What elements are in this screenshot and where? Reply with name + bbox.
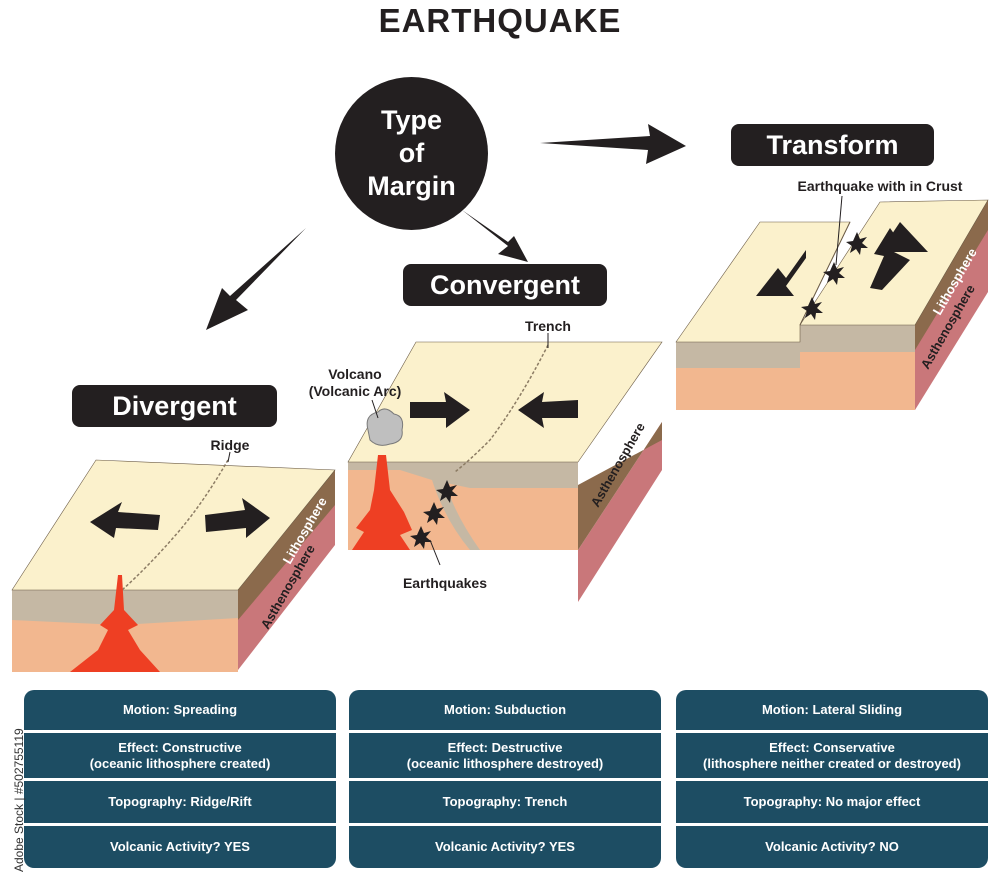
- convergent-volcanic: Volcanic Activity? YES: [435, 839, 575, 854]
- transform-motion: Motion: Lateral Sliding: [676, 690, 988, 733]
- trench-label: Trench: [525, 318, 571, 334]
- divergent-motion: Motion: Spreading: [24, 690, 336, 733]
- earthquakes-label: Earthquakes: [402, 575, 488, 591]
- divergent-volcanic: Volcanic Activity? YES: [110, 839, 250, 854]
- convergent-effect: Effect: Destructive (oceanic lithosphere…: [349, 733, 661, 781]
- ridge-label: Ridge: [210, 437, 250, 453]
- arrow-to-transform: [540, 124, 686, 164]
- earthquake-stars-transform: [801, 232, 868, 320]
- convergent-topography: Topography: Trench: [349, 781, 661, 826]
- center-line-2: of: [398, 138, 425, 168]
- page-title: EARTHQUAKE: [378, 2, 622, 39]
- watermark-text: Adobe Stock | #502755119: [12, 728, 26, 872]
- divergent-topography: Topography: Ridge/Rift: [24, 781, 336, 826]
- convergent-motion: Motion: Subduction: [349, 690, 661, 733]
- volcano-label: Volcano (Volcanic Arc): [296, 366, 414, 400]
- divergent-title: Divergent: [72, 385, 277, 427]
- volcano-label-line-1: Volcano: [328, 366, 382, 382]
- transform-effect: Effect: Conservative (lithosphere neithe…: [676, 733, 988, 781]
- transform-volcanic: Volcanic Activity? NO: [765, 839, 899, 854]
- volcano-label-line-2: (Volcanic Arc): [308, 383, 402, 399]
- divergent-block: [11, 459, 336, 672]
- center-line-3: Margin: [367, 171, 456, 201]
- convergent-title: Convergent: [403, 264, 607, 306]
- convergent-effect-line-2: (oceanic lithosphere destroyed): [406, 755, 604, 771]
- transform-title: Transform: [731, 124, 934, 166]
- transform-block: [675, 199, 989, 410]
- convergent-effect-line-1: Effect: Destructive: [447, 739, 563, 755]
- arrow-to-divergent: [206, 228, 306, 330]
- arrow-to-convergent: [462, 210, 528, 262]
- transform-effect-line-1: Effect: Conservative: [769, 739, 895, 755]
- convergent-block: [347, 341, 663, 602]
- transform-info-panel: Motion: Lateral Sliding Effect: Conserva…: [676, 690, 988, 868]
- earthquake-stars-convergent: [410, 480, 458, 549]
- center-line-1: Type: [380, 105, 442, 135]
- transform-topography: Topography: No major effect: [676, 781, 988, 826]
- transform-effect-line-2: (lithosphere neither created or destroye…: [703, 755, 961, 771]
- type-of-margin-circle: Type of Margin: [335, 77, 488, 230]
- stock-watermark: Adobe Stock | #502755119: [4, 650, 26, 872]
- divergent-info-panel: Motion: Spreading Effect: Constructive (…: [24, 690, 336, 868]
- convergent-info-panel: Motion: Subduction Effect: Destructive (…: [349, 690, 661, 868]
- earthquake-crust-label: Earthquake with in Crust: [797, 178, 963, 194]
- divergent-effect: Effect: Constructive (oceanic lithospher…: [24, 733, 336, 781]
- divergent-effect-line-1: Effect: Constructive: [118, 739, 242, 755]
- divergent-effect-line-2: (oceanic lithosphere created): [89, 755, 271, 771]
